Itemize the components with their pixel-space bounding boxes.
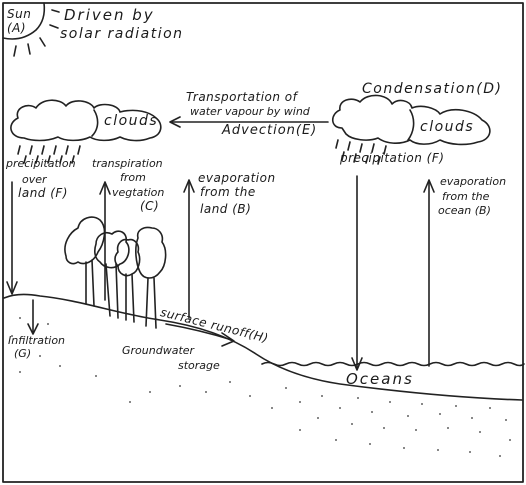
sun-label: Sun — [7, 7, 32, 21]
precip-ocean-label: precipitation (F) — [340, 151, 445, 165]
clouds-left-label: clouds — [104, 113, 159, 129]
driven-by-label: Driven by — [64, 6, 155, 24]
precip-land-line1: precipitation — [6, 157, 76, 170]
evap-ocean-line2: from the — [442, 190, 490, 203]
transport-label-line2: water vapour by wind — [190, 105, 310, 118]
advection-label: Advection(E) — [222, 123, 318, 138]
cloud-left-icon — [10, 99, 162, 142]
sun-code-label: (A) — [7, 21, 27, 35]
ocean-surface — [261, 361, 525, 367]
rain-right-icon — [335, 139, 387, 165]
precip-land-line3: land (F) — [18, 186, 68, 200]
transpiration-line2: from — [120, 171, 146, 184]
evap-land-line2: from the — [200, 185, 256, 199]
transpiration-line4: (C) — [140, 199, 160, 213]
evap-ocean-line3: ocean (B) — [438, 204, 491, 217]
oceans-label: Oceans — [346, 370, 414, 388]
cloud-right-icon — [331, 94, 491, 146]
condensation-label: Condensation(D) — [362, 81, 503, 97]
transport-label-line1: Transportation of — [186, 90, 298, 104]
trees-icon — [64, 216, 167, 329]
sun-arc — [2, 2, 46, 40]
evap-land-line3: land (B) — [200, 202, 252, 216]
groundwater-line1: Groundwater — [122, 344, 195, 357]
land-surface — [3, 293, 523, 401]
evap-land-line1: evaporation — [198, 171, 276, 185]
solar-radiation-label: solar radiation — [60, 26, 184, 42]
sun-rays-icon — [13, 9, 60, 57]
transpiration-line3: vegtation — [112, 186, 165, 199]
evap-ocean-line1: evaporation — [440, 175, 507, 188]
groundwater-line2: storage — [178, 359, 220, 372]
clouds-right-label: clouds — [420, 119, 475, 135]
rain-left-icon — [17, 145, 81, 164]
transpiration-line1: transpiration — [92, 157, 163, 170]
precip-land-line2: over — [22, 173, 47, 186]
infiltration-line2: (G) — [14, 347, 32, 360]
ocean-floor-dots — [11, 317, 511, 457]
infiltration-line1: Infiltration — [8, 334, 66, 347]
